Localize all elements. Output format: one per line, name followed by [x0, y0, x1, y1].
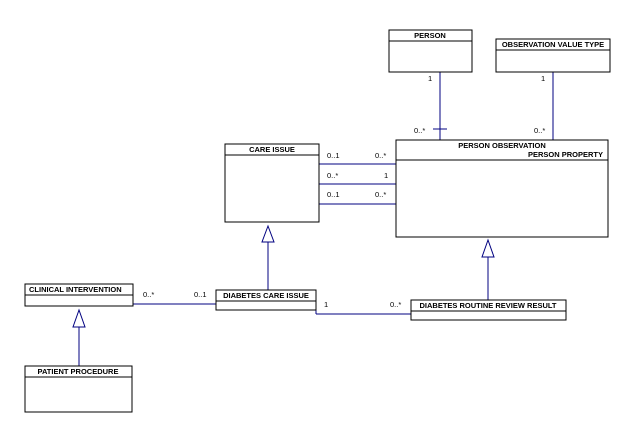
class-diabetes-routine-review-result[interactable] — [410, 299, 567, 321]
class-person-observation[interactable] — [395, 139, 609, 238]
mult-diab-review-target: 0..* — [390, 300, 401, 309]
class-person-name: PERSON — [414, 31, 446, 40]
mult-clin-diab-target: 0..1 — [194, 290, 207, 299]
generalization-arrow-careissue — [261, 224, 275, 243]
class-observation-value-type-name: OBSERVATION VALUE TYPE — [502, 40, 604, 49]
mult-person-target: 0..* — [414, 126, 425, 135]
class-patient-procedure[interactable] — [24, 365, 133, 413]
class-person[interactable] — [388, 29, 473, 73]
class-care-issue-name: CARE ISSUE — [249, 145, 295, 154]
mult-clin-diab-source: 0..* — [143, 290, 154, 299]
mult-care-obs-2-source: 0..* — [327, 171, 338, 180]
class-diabetes-care-issue[interactable] — [215, 289, 317, 311]
generalization-arrow-intervention — [72, 308, 86, 328]
class-diabetes-care-issue-name: DIABETES CARE ISSUE — [223, 291, 309, 300]
mult-care-obs-2-target: 1 — [384, 171, 388, 180]
mult-diab-review-source: 1 — [324, 300, 328, 309]
mult-person-source: 1 — [428, 74, 432, 83]
class-care-issue[interactable] — [224, 143, 320, 223]
mult-care-obs-1-source: 0..1 — [327, 151, 340, 160]
class-person-observation-stereotype: PERSON PROPERTY — [528, 150, 603, 159]
mult-care-obs-1-target: 0..* — [375, 151, 386, 160]
mult-obsvaltype-target: 0..* — [534, 126, 545, 135]
mult-obsvaltype-source: 1 — [541, 74, 545, 83]
class-patient-procedure-name: PATIENT PROCEDURE — [38, 367, 119, 376]
class-diabetes-routine-review-result-name: DIABETES ROUTINE REVIEW RESULT — [420, 301, 557, 310]
class-observation-value-type[interactable] — [495, 38, 611, 73]
class-clinical-intervention-name: CLINICAL INTERVENTION — [29, 285, 122, 294]
class-person-observation-name: PERSON OBSERVATION — [458, 141, 546, 150]
generalization-arrow-observation — [481, 238, 495, 258]
mult-care-obs-3-source: 0..1 — [327, 190, 340, 199]
mult-care-obs-3-target: 0..* — [375, 190, 386, 199]
